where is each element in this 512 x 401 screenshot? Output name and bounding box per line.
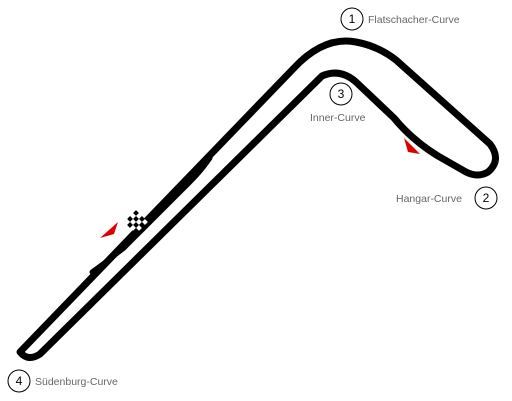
corner-number: 4 bbox=[16, 374, 23, 388]
corner-marker-3: 3 Inner-Curve bbox=[310, 82, 366, 124]
corner-number-badge bbox=[7, 369, 31, 393]
corner-number-badge bbox=[340, 7, 364, 31]
corner-number-badge bbox=[329, 82, 353, 106]
corner-label: Inner-Curve bbox=[310, 112, 366, 124]
corner-number-badge bbox=[474, 186, 498, 210]
corner-label: Südenburg-Curve bbox=[35, 376, 118, 388]
corner-marker-1: 1 Flatschacher-Curve bbox=[340, 7, 460, 31]
pit-lane bbox=[89, 155, 213, 275]
track-outline bbox=[16, 37, 499, 361]
direction-arrow-icon bbox=[100, 222, 118, 238]
corner-number: 3 bbox=[338, 87, 345, 101]
corner-label: Hangar-Curve bbox=[396, 193, 462, 205]
corner-marker-4: 4 Südenburg-Curve bbox=[7, 369, 118, 393]
corner-marker-2: 2 Hangar-Curve bbox=[396, 186, 498, 210]
corner-label: Flatschacher-Curve bbox=[368, 14, 460, 26]
direction-arrow-icon bbox=[404, 138, 420, 154]
corner-number: 2 bbox=[483, 191, 490, 205]
corner-number: 1 bbox=[349, 12, 356, 26]
